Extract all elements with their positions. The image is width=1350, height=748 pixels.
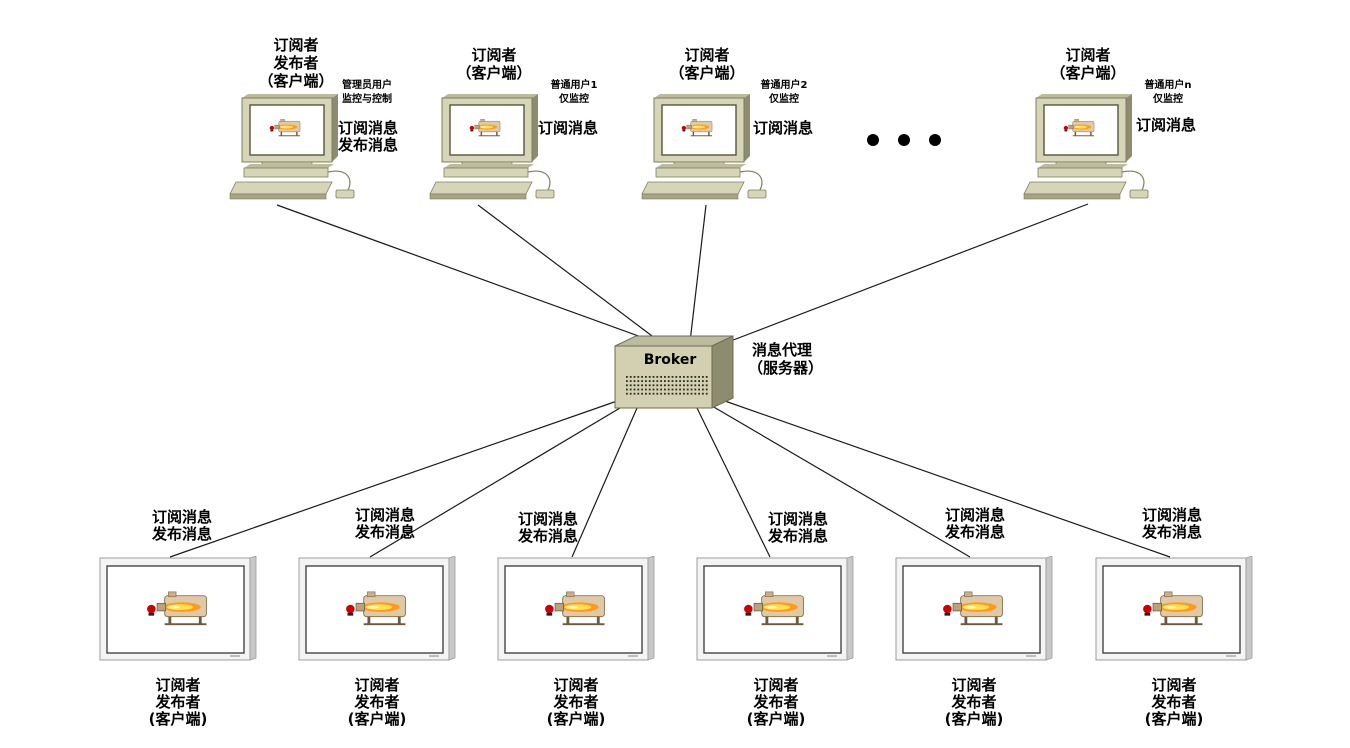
panel-role-line-2: 发布者 <box>950 693 996 711</box>
panel-client-3: 订阅消息 发布消息 订阅者 发布者 (客户端) <box>498 510 654 728</box>
panel-msg-line-2: 发布消息 <box>944 523 1005 541</box>
panel-client-4: 订阅消息 发布消息 订阅者 发布者 (客户端) <box>697 510 853 728</box>
pc-role-line-1: 订阅者 <box>273 36 318 54</box>
pc-role-line-1: 订阅者 <box>1065 46 1110 64</box>
pc-msg-line-1: 订阅消息 <box>538 119 598 137</box>
connection-line <box>477 204 661 343</box>
computer-icon <box>642 94 766 199</box>
pc-user-line-2: 仅监控 <box>558 92 589 105</box>
pc-user-line-2: 仅监控 <box>1152 92 1183 105</box>
panel-client-1: 订阅消息 发布消息 订阅者 发布者 (客户端) <box>100 508 256 728</box>
connection-line <box>169 399 621 558</box>
panel-device-icon <box>100 556 256 660</box>
connection-line <box>571 407 638 558</box>
pc-user-line-1: 普通用户n <box>1144 78 1191 91</box>
pc-client-user-2: 订阅者 （客户端） 普通用户2 仅监控 订阅消息 <box>642 46 813 199</box>
panel-device-icon <box>697 556 853 660</box>
pc-role-line-2: （客户端） <box>456 64 531 82</box>
panel-device-icon <box>1096 556 1252 660</box>
computer-icon <box>230 94 354 199</box>
panel-role-line-2: 发布者 <box>353 693 399 711</box>
panel-role-line-2: 发布者 <box>752 693 798 711</box>
panel-role-line-1: 订阅者 <box>951 676 996 694</box>
pc-msg-line-1: 订阅消息 <box>1136 116 1196 134</box>
panel-msg-line-2: 发布消息 <box>517 527 578 545</box>
panel-msg-line-1: 订阅消息 <box>768 510 828 528</box>
panel-msg-line-1: 订阅消息 <box>1142 506 1202 524</box>
computer-icon <box>1024 94 1148 199</box>
pc-client-admin: 订阅者 发布者 （客户端） 管理员用户 监控与控制 订阅消息 发布消息 <box>230 36 398 199</box>
broker-label: Broker <box>644 352 697 368</box>
pc-role-line-1: 订阅者 <box>471 46 516 64</box>
connection-line <box>721 399 1171 558</box>
panel-role-line-2: 发布者 <box>154 693 200 711</box>
connection-line <box>276 204 656 343</box>
panel-role-line-3: (客户端) <box>348 710 407 728</box>
panel-client-6: 订阅消息 发布消息 订阅者 发布者 (客户端) <box>1096 506 1252 728</box>
pc-client-user-1: 订阅者 （客户端） 普通用户1 仅监控 订阅消息 <box>430 46 598 199</box>
panel-role-line-3: (客户端) <box>945 710 1004 728</box>
connection-line <box>369 404 626 558</box>
panel-device-icon <box>299 556 455 660</box>
pc-role-line-2: （客户端） <box>1050 64 1125 82</box>
broker-desc-line-1: 消息代理 <box>752 341 812 359</box>
broker-vent-grille <box>626 376 708 395</box>
panel-role-line-1: 订阅者 <box>354 676 399 694</box>
panel-role-line-3: (客户端) <box>547 710 606 728</box>
pc-user-line-1: 普通用户2 <box>761 78 808 91</box>
pc-role-line-1: 订阅者 <box>684 46 729 64</box>
panel-client-2: 订阅消息 发布消息 订阅者 发布者 (客户端) <box>299 506 455 728</box>
ellipsis-more-clients <box>867 134 941 146</box>
panel-role-line-3: (客户端) <box>747 710 806 728</box>
broker-desc-line-2: （服务器） <box>748 359 823 377</box>
panel-role-line-1: 订阅者 <box>753 676 798 694</box>
panel-msg-line-1: 订阅消息 <box>518 510 578 528</box>
panel-role-line-1: 订阅者 <box>155 676 200 694</box>
pc-user-line-1: 普通用户1 <box>551 78 598 91</box>
pc-user-line-1: 管理员用户 <box>342 78 392 91</box>
panel-msg-line-1: 订阅消息 <box>152 508 212 526</box>
pc-client-user-n: 订阅者 （客户端） 普通用户n 仅监控 订阅消息 <box>1024 46 1196 199</box>
panel-msg-line-2: 发布消息 <box>151 525 212 543</box>
broker-description: 消息代理 （服务器） <box>748 341 823 377</box>
panel-msg-line-1: 订阅消息 <box>355 506 415 524</box>
panel-role-line-3: (客户端) <box>149 710 208 728</box>
connection-line <box>689 204 707 343</box>
panel-client-5: 订阅消息 发布消息 订阅者 发布者 (客户端) <box>896 506 1052 728</box>
connection-line <box>727 203 1089 343</box>
connection-lines <box>169 203 1171 558</box>
panel-role-line-1: 订阅者 <box>1151 676 1196 694</box>
pc-msg-line-1: 订阅消息 <box>753 119 813 137</box>
panel-role-line-2: 发布者 <box>552 693 598 711</box>
connection-line <box>711 405 971 558</box>
pc-user-line-2: 仅监控 <box>768 92 799 105</box>
panel-role-line-1: 订阅者 <box>553 676 598 694</box>
pc-role-line-2: 发布者 <box>272 54 318 72</box>
pc-role-line-3: （客户端） <box>258 72 333 90</box>
panel-role-line-2: 发布者 <box>1150 693 1196 711</box>
computer-icon <box>430 94 554 199</box>
panel-device-icon <box>498 556 654 660</box>
pc-user-line-2: 监控与控制 <box>342 92 392 105</box>
broker-server: Broker <box>614 335 734 409</box>
panel-device-icon <box>896 556 1052 660</box>
panel-msg-line-2: 发布消息 <box>1141 523 1202 541</box>
panel-msg-line-1: 订阅消息 <box>945 506 1005 524</box>
pc-msg-line-1: 订阅消息 <box>338 119 398 137</box>
pc-msg-line-2: 发布消息 <box>337 136 398 154</box>
pc-role-line-2: （客户端） <box>669 64 744 82</box>
panel-msg-line-2: 发布消息 <box>354 523 415 541</box>
panel-msg-line-2: 发布消息 <box>767 527 828 545</box>
panel-role-line-3: (客户端) <box>1145 710 1204 728</box>
connection-line <box>696 407 771 558</box>
